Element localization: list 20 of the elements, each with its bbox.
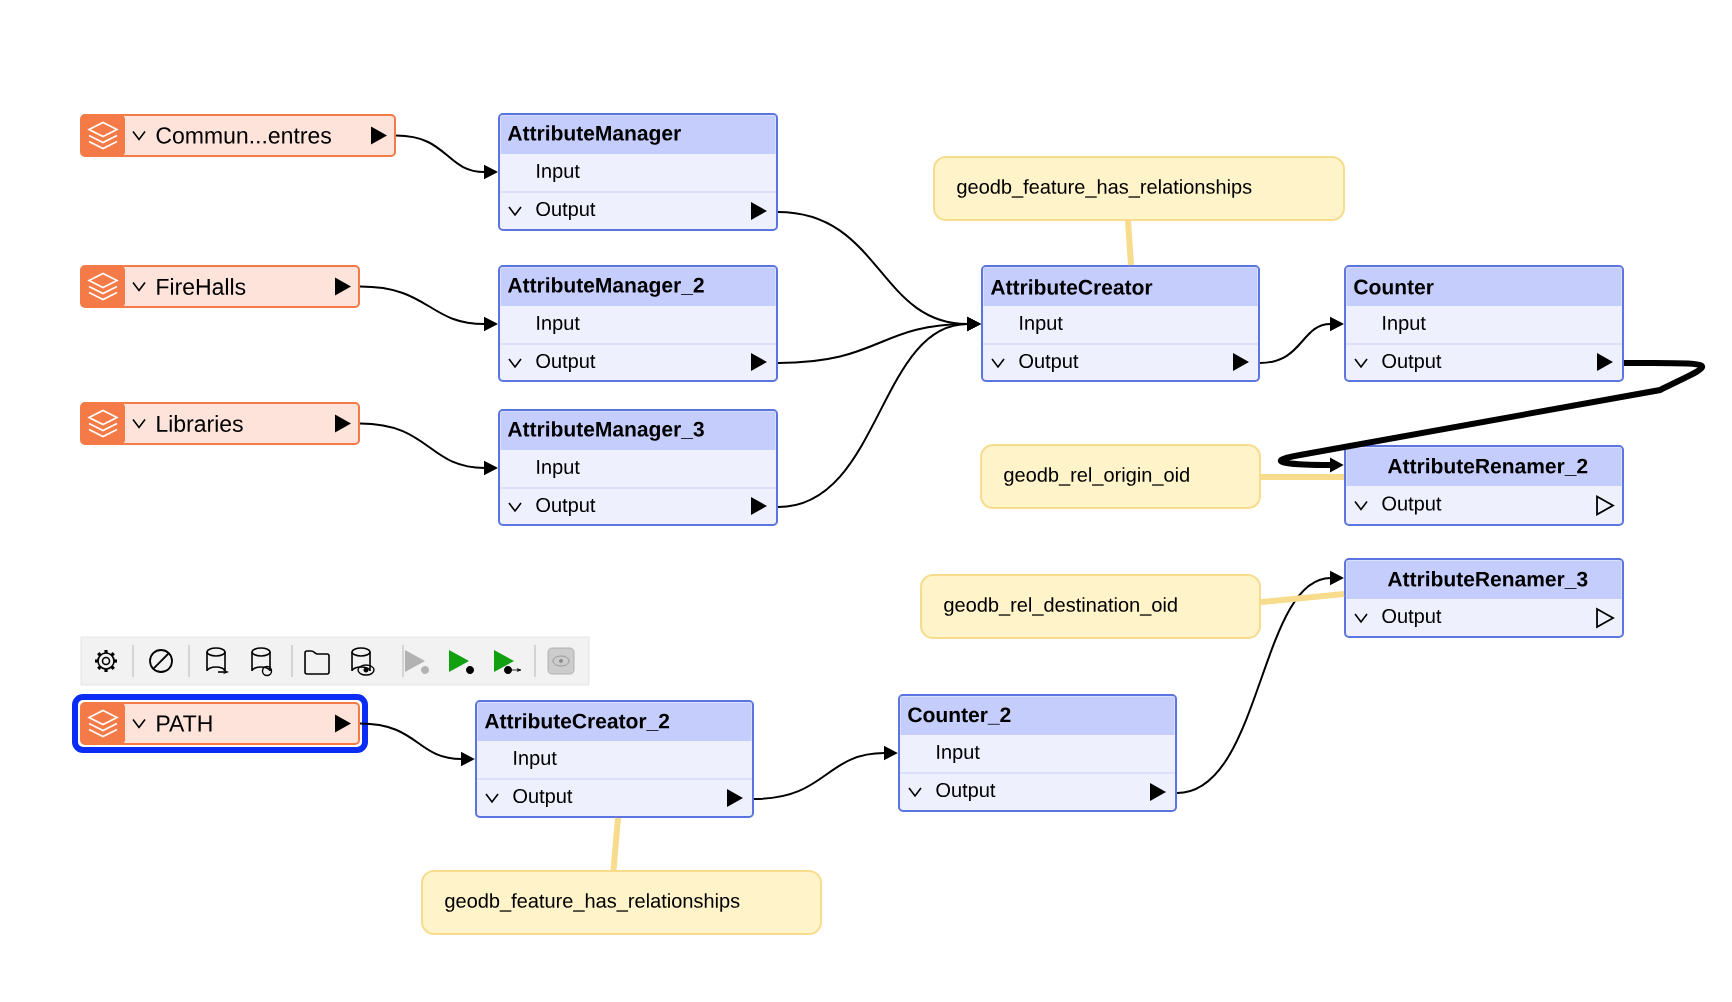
callout-tail xyxy=(610,817,621,871)
transformer-box: AttributeRenamer_2 Output xyxy=(1344,445,1625,526)
transformer-box: AttributeCreator Input Output xyxy=(981,265,1260,382)
transformer-box: AttributeManager_2 Input Output xyxy=(498,265,778,382)
reader-box: FireHalls xyxy=(80,265,360,308)
annotation-box: geodb_feature_has_relationships xyxy=(933,156,1345,221)
callout-tail xyxy=(1125,220,1134,266)
reader-box: PATH xyxy=(72,694,368,753)
annotation-box: geodb_feature_has_relationships xyxy=(421,870,822,935)
annotation-box: geodb_rel_destination_oid xyxy=(920,574,1261,639)
transformer-box: AttributeManager_3 Input Output xyxy=(498,409,778,526)
reader-box: Commun...entres xyxy=(80,114,396,157)
callout-tail xyxy=(1260,591,1345,605)
annotation-box: geodb_rel_origin_oid xyxy=(980,444,1261,509)
transformer-box: AttributeRenamer_3 Output xyxy=(1344,558,1625,638)
transformer-box: Counter_2 Input Output xyxy=(898,694,1177,812)
transformer-box: Counter Input Output xyxy=(1344,265,1625,382)
transformer-box: AttributeCreator_2 Input Output xyxy=(475,700,754,818)
transformer-box: AttributeManager Input Output xyxy=(498,113,778,231)
reader-box: Libraries xyxy=(80,402,360,445)
